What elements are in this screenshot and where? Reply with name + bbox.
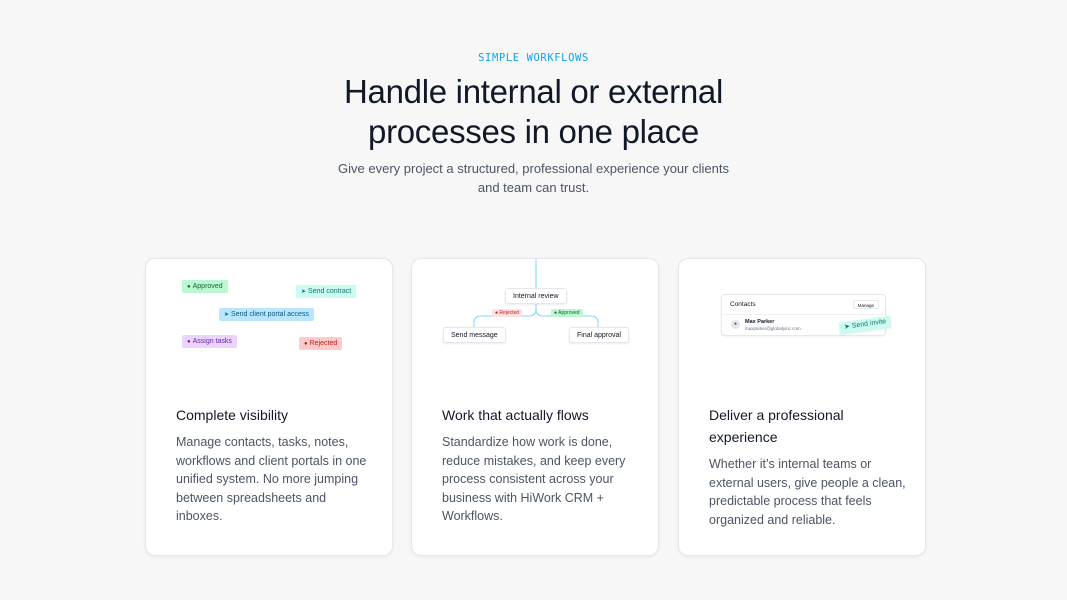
rejected-chip: ● Rejected <box>299 337 343 350</box>
flow-illustration: Internal review ● Rejected ● Approved Se… <box>412 259 658 389</box>
contacts-title: Contacts <box>730 301 756 308</box>
eyebrow-label: SIMPLE WORKFLOWS <box>478 52 589 64</box>
approved-mini-badge: ● Approved <box>551 309 583 317</box>
avatar-icon: ● <box>731 320 740 329</box>
feature-card-flows: Internal review ● Rejected ● Approved Se… <box>411 258 659 556</box>
internal-review-node: Internal review <box>505 288 567 304</box>
manage-button: Manage <box>852 300 879 309</box>
send-icon: ➤ <box>224 311 230 318</box>
card-title: Work that actually flows <box>442 407 589 423</box>
send-icon: ➤ <box>843 323 851 331</box>
contacts-illustration: Contacts Manage ● Max Parker maxparker@g… <box>679 259 925 389</box>
subheadline: Give every project a structured, profess… <box>0 159 1067 197</box>
card-body: Standardize how work is done, reduce mis… <box>442 435 626 523</box>
subhead-line-2: and team can trust. <box>477 180 590 195</box>
approved-chip: ● Approved <box>182 280 228 293</box>
approved-chip-label: Approved <box>192 283 223 290</box>
headline-line-1: Handle internal or external <box>344 73 723 110</box>
x-circle-icon: ● <box>495 310 499 316</box>
contact-email: maxparker@globalyinc.com <box>745 326 801 331</box>
visibility-illustration: ● Approved ➤ Send contract ➤ Send client… <box>146 259 392 389</box>
send-message-node: Send message <box>443 327 506 343</box>
rejected-mini-label: Rejected <box>499 310 520 316</box>
contact-name: Max Parker <box>745 319 775 325</box>
x-circle-icon: ● <box>304 340 308 347</box>
send-portal-chip-label: Send client portal access <box>231 311 309 318</box>
feature-card-experience: Contacts Manage ● Max Parker maxparker@g… <box>678 258 926 556</box>
card-title: Deliver a professional experience <box>709 407 844 445</box>
headline-line-2: processes in one place <box>368 113 699 150</box>
approved-mini-label: Approved <box>558 310 580 316</box>
feature-card-visibility: ● Approved ➤ Send contract ➤ Send client… <box>145 258 393 556</box>
send-portal-chip: ➤ Send client portal access <box>219 308 314 321</box>
card-title: Complete visibility <box>176 407 289 423</box>
send-contract-chip-label: Send contract <box>308 288 352 295</box>
send-icon: ➤ <box>301 288 307 295</box>
final-approval-node: Final approval <box>569 327 629 343</box>
card-body: Whether it’s internal teams or external … <box>709 457 906 527</box>
send-contract-chip: ➤ Send contract <box>296 285 357 298</box>
assign-tasks-chip: ● Assign tasks <box>182 335 237 348</box>
rejected-mini-badge: ● Rejected <box>492 309 523 317</box>
rejected-chip-label: Rejected <box>309 340 338 347</box>
check-circle-icon: ● <box>187 283 191 290</box>
send-invite-label: Send invite <box>851 318 887 330</box>
assign-tasks-chip-label: Assign tasks <box>192 338 232 345</box>
flow-connector-lines <box>473 259 599 329</box>
card-body: Manage contacts, tasks, notes, workflows… <box>176 435 367 523</box>
subhead-line-1: Give every project a structured, profess… <box>338 161 729 176</box>
divider <box>722 314 885 315</box>
check-circle-icon: ● <box>554 310 558 316</box>
page-title: Handle internal or external processes in… <box>0 72 1067 152</box>
user-icon: ● <box>187 338 191 345</box>
